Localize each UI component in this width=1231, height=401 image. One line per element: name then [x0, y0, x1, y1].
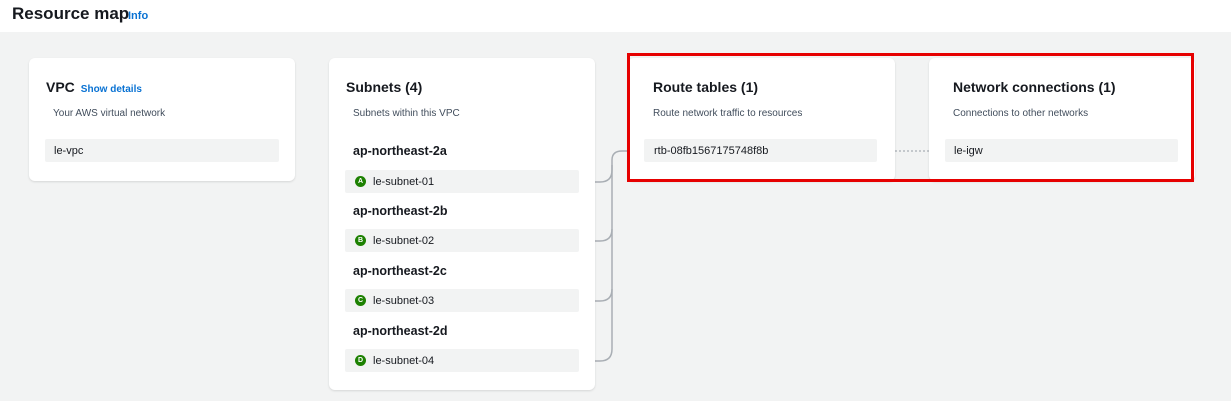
subnets-card: Subnets (4) Subnets within this VPC ap-n… [329, 58, 595, 390]
subnets-description: Subnets within this VPC [353, 108, 460, 119]
network-connection-label: le-igw [954, 144, 983, 157]
az-title-2c: ap-northeast-2c [353, 264, 447, 278]
page-title: Resource map [12, 4, 130, 23]
route-tables-title: Route tables (1) [653, 79, 759, 95]
info-link[interactable]: Info [128, 10, 149, 22]
subnet-item-03[interactable]: C le-subnet-03 [345, 289, 579, 312]
vpc-description: Your AWS virtual network [53, 108, 166, 119]
subnet-item-01[interactable]: A le-subnet-01 [345, 170, 579, 193]
az-title-2b: ap-northeast-2b [353, 204, 448, 218]
vpc-item-label: le-vpc [54, 144, 84, 157]
page-header: Resource map Info [0, 0, 1231, 32]
az-badge-d-icon: D [355, 355, 366, 366]
subnet-label-03: le-subnet-03 [373, 294, 435, 307]
network-connections-description: Connections to other networks [953, 108, 1089, 119]
subnet-label-04: le-subnet-04 [373, 354, 435, 367]
network-connections-card: Network connections (1) Connections to o… [929, 58, 1195, 181]
subnet-label-02: le-subnet-02 [373, 234, 435, 247]
subnet-item-04[interactable]: D le-subnet-04 [345, 349, 579, 372]
route-tables-description: Route network traffic to resources [653, 108, 803, 119]
subnet-label-01: le-subnet-01 [373, 175, 435, 188]
az-badge-a-icon: A [355, 176, 366, 187]
vpc-title-row: VPC Show details [46, 79, 142, 95]
network-connections-title: Network connections (1) [953, 79, 1116, 95]
subnets-title: Subnets (4) [346, 79, 423, 95]
az-title-2a: ap-northeast-2a [353, 144, 447, 158]
az-badge-b-icon: B [355, 235, 366, 246]
show-details-link[interactable]: Show details [80, 84, 142, 95]
route-table-label: rtb-08fb1567175748f8b [654, 144, 769, 157]
vpc-card: VPC Show details Your AWS virtual network… [29, 58, 295, 181]
network-connection-item[interactable]: le-igw [945, 139, 1178, 162]
az-title-2d: ap-northeast-2d [353, 324, 448, 338]
subnet-item-02[interactable]: B le-subnet-02 [345, 229, 579, 252]
route-tables-card: Route tables (1) Route network traffic t… [628, 58, 895, 181]
route-table-item[interactable]: rtb-08fb1567175748f8b [644, 139, 877, 162]
az-badge-c-icon: C [355, 295, 366, 306]
vpc-item[interactable]: le-vpc [45, 139, 279, 162]
vpc-title: VPC [46, 79, 75, 95]
